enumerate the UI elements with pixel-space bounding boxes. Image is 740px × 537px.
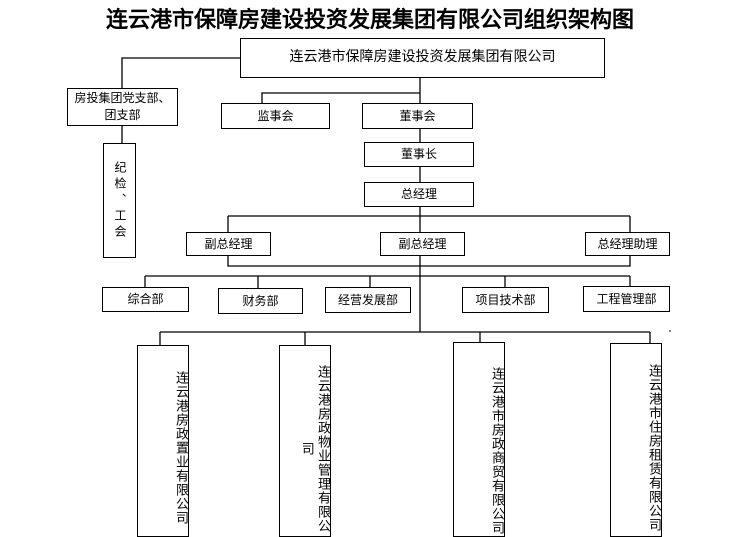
department-box: 财务部 <box>218 288 303 314</box>
discipline-union-box: 纪检、工会 <box>103 143 136 258</box>
deputy-gm-2-box: 副总经理 <box>380 232 465 256</box>
department-label: 工程管理部 <box>596 291 657 306</box>
gm-assistant-box: 总经理助理 <box>585 232 670 256</box>
connector-deputy-1-down <box>227 255 631 267</box>
deputy-gm-1-label: 副总经理 <box>204 236 253 251</box>
page-title: 连云港市保障房建设投资发展集团有限公司组织架构图 <box>105 7 634 33</box>
department-box: 工程管理部 <box>583 286 670 312</box>
gm-assistant-label: 总经理助理 <box>597 236 658 251</box>
connector-supervisors <box>261 92 420 103</box>
subsidiary-label: 连云港房政物业管理有限公司 <box>298 365 330 533</box>
subsidiary-label: 连云港市住房租赁有限公司 <box>646 364 661 532</box>
supervisors-box: 监事会 <box>221 103 330 129</box>
subsidiary-box: 连云港市住房租赁有限公司 <box>610 343 662 537</box>
supervisors-label: 监事会 <box>257 108 294 123</box>
gm-label: 总经理 <box>400 187 437 201</box>
discipline-union-label: 纪检、工会 <box>113 160 127 241</box>
department-label: 经营发展部 <box>337 292 398 307</box>
party-branch-box: 房投集团党支部、团支部 <box>67 88 178 126</box>
chairman-box: 董事长 <box>364 142 474 167</box>
group-company-box: 连云港市保障房建设投资发展集团有限公司 <box>240 38 605 78</box>
department-box: 经营发展部 <box>325 287 411 313</box>
department-label: 综合部 <box>127 292 164 306</box>
party-branch-label: 房投集团党支部、团支部 <box>74 90 171 122</box>
subsidiary-label: 连云港市房政商贸有限公司 <box>489 366 504 535</box>
subsidiary-box: 连云港房政置业有限公司 <box>137 345 189 537</box>
subsidiary-label: 连云港房政置业有限公司 <box>173 371 188 525</box>
subsidiary-box: 连云港市房政商贸有限公司 <box>453 342 505 537</box>
group-company-label: 连云港市保障房建设投资发展集团有限公司 <box>289 49 556 66</box>
chairman-label: 董事长 <box>400 147 437 161</box>
board-box: 董事会 <box>362 103 473 129</box>
deputy-gm-2-label: 副总经理 <box>398 236 447 251</box>
department-box: 综合部 <box>102 287 189 312</box>
deputy-gm-1-box: 副总经理 <box>186 232 271 256</box>
subsidiary-box: 连云港房政物业管理有限公司 <box>279 345 331 537</box>
department-box: 项目技术部 <box>462 287 549 313</box>
board-label: 董事会 <box>399 108 436 123</box>
department-label: 财务部 <box>242 293 279 308</box>
connector-group-party <box>121 57 240 88</box>
gm-box: 总经理 <box>364 182 474 207</box>
department-label: 项目技术部 <box>475 292 536 307</box>
